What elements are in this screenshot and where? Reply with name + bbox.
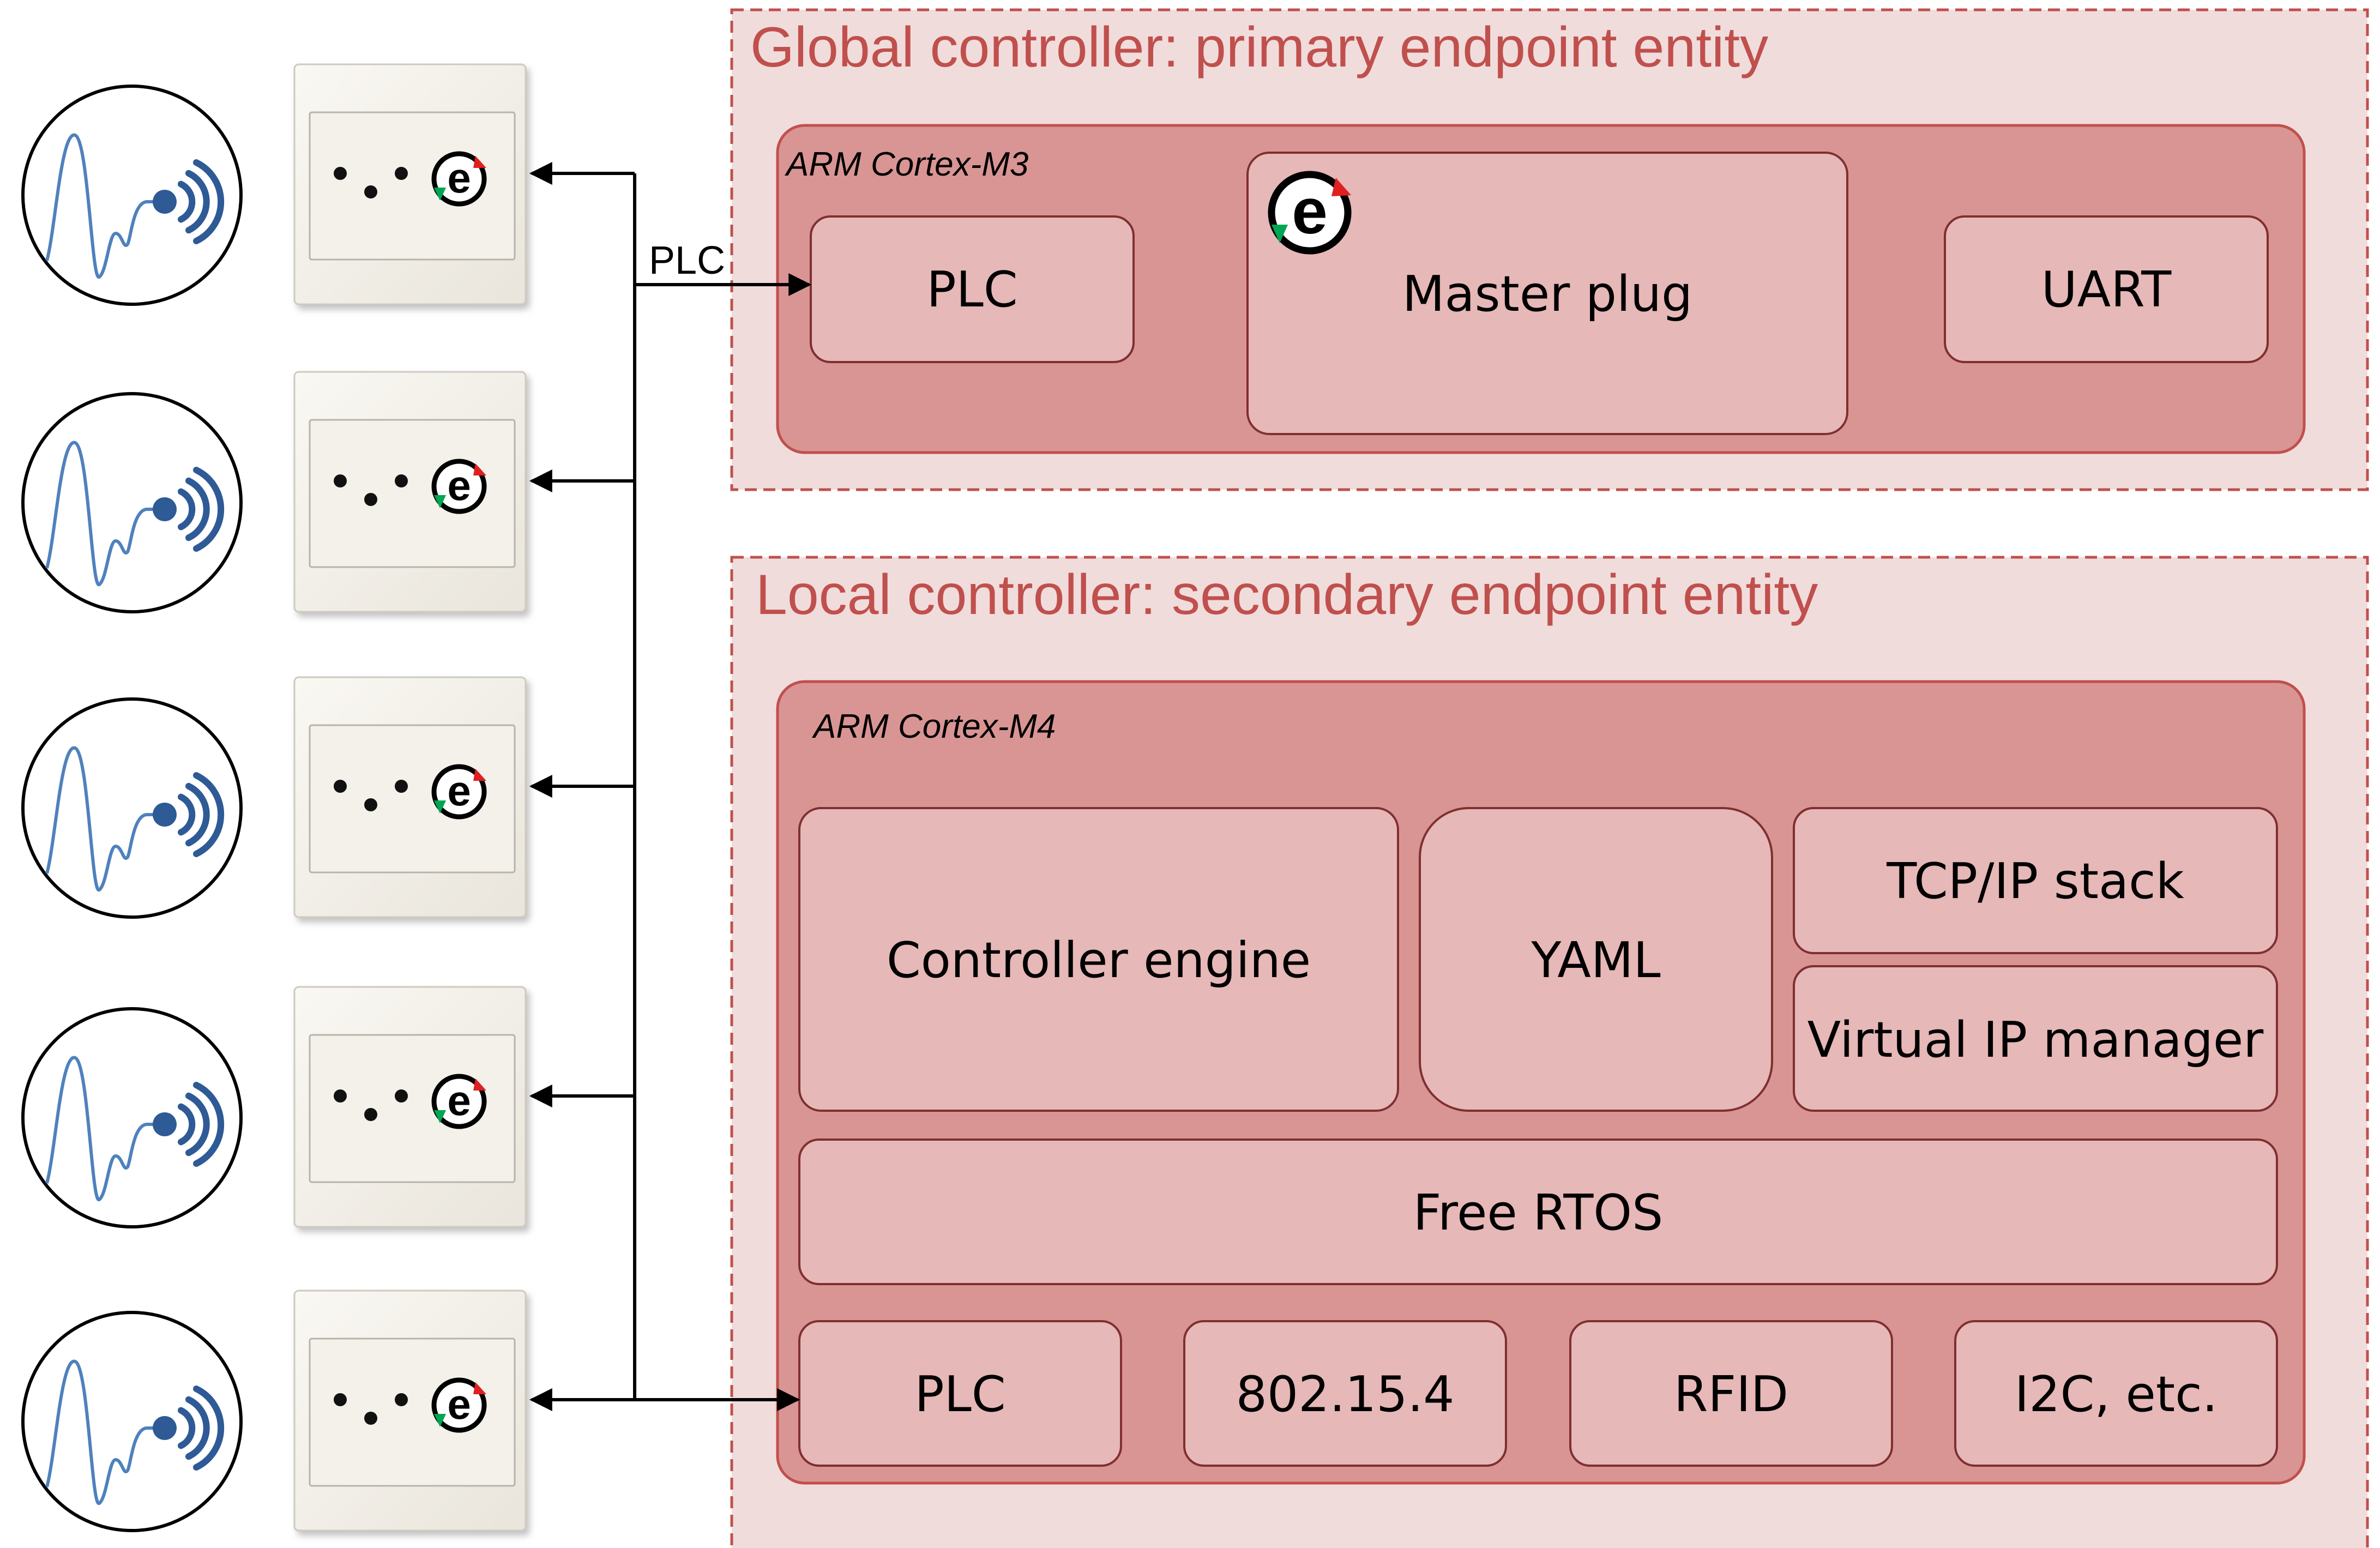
svg-text:e: e <box>447 1076 471 1124</box>
arm-cortex-m4-label: ARM Cortex-M4 <box>811 708 1056 745</box>
yaml-module <box>1419 807 1773 1112</box>
tcpip-stack-module <box>1793 807 2278 954</box>
global-plc-label: PLC <box>926 261 1017 318</box>
local-controller-title: Local controller: secondary endpoint ent… <box>756 563 1818 627</box>
uart-label: UART <box>2041 261 2172 318</box>
sensor-icon <box>21 392 243 613</box>
svg-text:e: e <box>447 461 471 509</box>
local-controller-region: Local controller: secondary endpoint ent… <box>730 556 2369 1548</box>
e-logo-icon: e <box>431 1074 487 1129</box>
wall-socket: e <box>293 986 527 1228</box>
wall-socket: e <box>293 371 527 613</box>
e-logo-icon: e <box>431 1377 487 1433</box>
controller-engine-label: Controller engine <box>887 932 1311 989</box>
plc-bus <box>529 162 812 1411</box>
local-plc-label: PLC <box>914 1366 1005 1423</box>
e-logo-icon: e <box>431 151 487 207</box>
master-plug-label: Master plug <box>1402 266 1692 323</box>
arm-cortex-m3-label: ARM Cortex-M3 <box>784 146 1028 183</box>
rfid-module <box>1569 1320 1893 1467</box>
tcpip-stack-label: TCP/IP stack <box>1886 853 2184 910</box>
svg-text:e: e <box>1292 176 1328 248</box>
master-plug-module <box>1246 152 1848 435</box>
ieee-802-15-4-module <box>1183 1320 1507 1467</box>
i2c-label: I2C, etc. <box>2015 1366 2218 1423</box>
rfid-label: RFID <box>1674 1366 1788 1423</box>
virtual-ip-manager-module <box>1793 965 2278 1112</box>
svg-text:e: e <box>447 154 471 202</box>
device-column: e e e e e <box>21 63 527 1532</box>
global-controller-region: Global controller: primary endpoint enti… <box>730 8 2369 491</box>
svg-text:e: e <box>447 767 471 815</box>
sensor-icon <box>21 85 243 306</box>
virtual-ip-manager-label: Virtual IP manager <box>1807 1011 2264 1069</box>
global-controller-title: Global controller: primary endpoint enti… <box>750 16 1768 79</box>
svg-text:e: e <box>447 1380 471 1428</box>
free-rtos-label: Free RTOS <box>1413 1184 1664 1242</box>
wall-socket: e <box>293 1290 527 1532</box>
uart-module <box>1944 215 2269 363</box>
sensor-icon <box>21 1007 243 1228</box>
plc-bus-branches <box>529 162 635 1411</box>
e-logo-icon: e <box>431 459 487 514</box>
i2c-module <box>1954 1320 2278 1467</box>
e-logo-icon: e <box>1268 171 1352 255</box>
yaml-label: YAML <box>1531 932 1660 989</box>
wall-socket: e <box>293 676 527 918</box>
plc-bus-label: PLC <box>649 239 725 282</box>
sensor-icon <box>21 1311 243 1532</box>
free-rtos-module <box>798 1139 2278 1285</box>
ieee-802-15-4-label: 802.15.4 <box>1236 1366 1455 1423</box>
controller-engine-module <box>798 807 1399 1112</box>
sensor-icon <box>21 697 243 919</box>
e-logo-icon: e <box>431 764 487 820</box>
wall-socket: e <box>293 63 527 305</box>
